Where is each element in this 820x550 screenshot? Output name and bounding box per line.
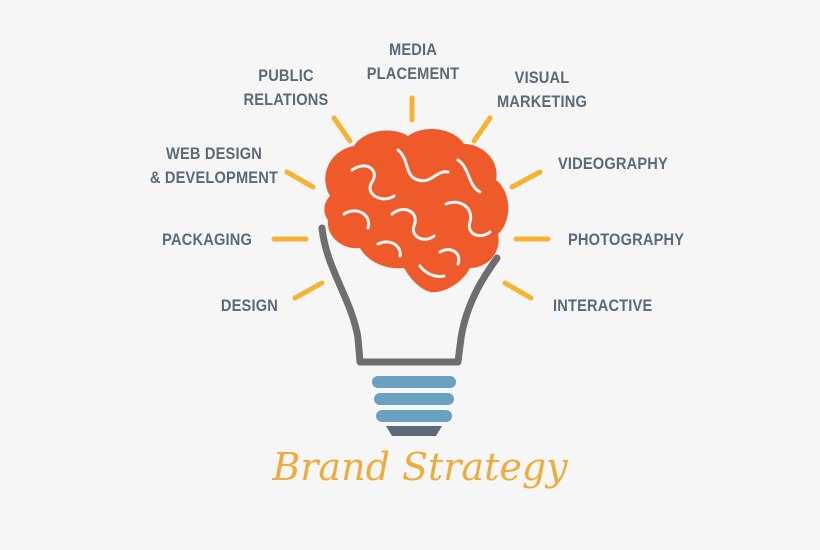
base-tip xyxy=(386,426,442,436)
label-videography: VIDEOGRAPHY xyxy=(558,154,668,173)
base-ring-3 xyxy=(376,410,452,422)
bulb-base xyxy=(372,376,456,436)
ray-lower-left xyxy=(292,280,325,301)
ray-top-right xyxy=(471,115,493,144)
label-photography: PHOTOGRAPHY xyxy=(568,230,685,249)
light-rays xyxy=(271,95,551,301)
ray-top-left xyxy=(331,115,353,144)
ray-upper-right xyxy=(509,169,543,190)
base-ring-1 xyxy=(372,376,456,388)
brand-strategy-title: Brand Strategy xyxy=(272,445,568,489)
label-web-design-development: WEB DESIGN & DEVELOPMENT xyxy=(149,144,279,187)
bulb-outline xyxy=(318,224,501,366)
label-design: DESIGN xyxy=(220,296,278,315)
label-interactive: INTERACTIVE xyxy=(553,296,653,315)
ray-upper-left xyxy=(284,169,316,190)
brain-icon xyxy=(324,129,509,293)
ray-lower-right xyxy=(502,280,534,301)
label-public-relations: PUBLIC RELATIONS xyxy=(243,66,329,109)
label-media-placement: MEDIA PLACEMENT xyxy=(366,40,460,83)
label-visual-marketing: VISUAL MARKETING xyxy=(496,68,588,111)
label-packaging: PACKAGING xyxy=(162,230,252,249)
base-ring-2 xyxy=(374,393,454,405)
